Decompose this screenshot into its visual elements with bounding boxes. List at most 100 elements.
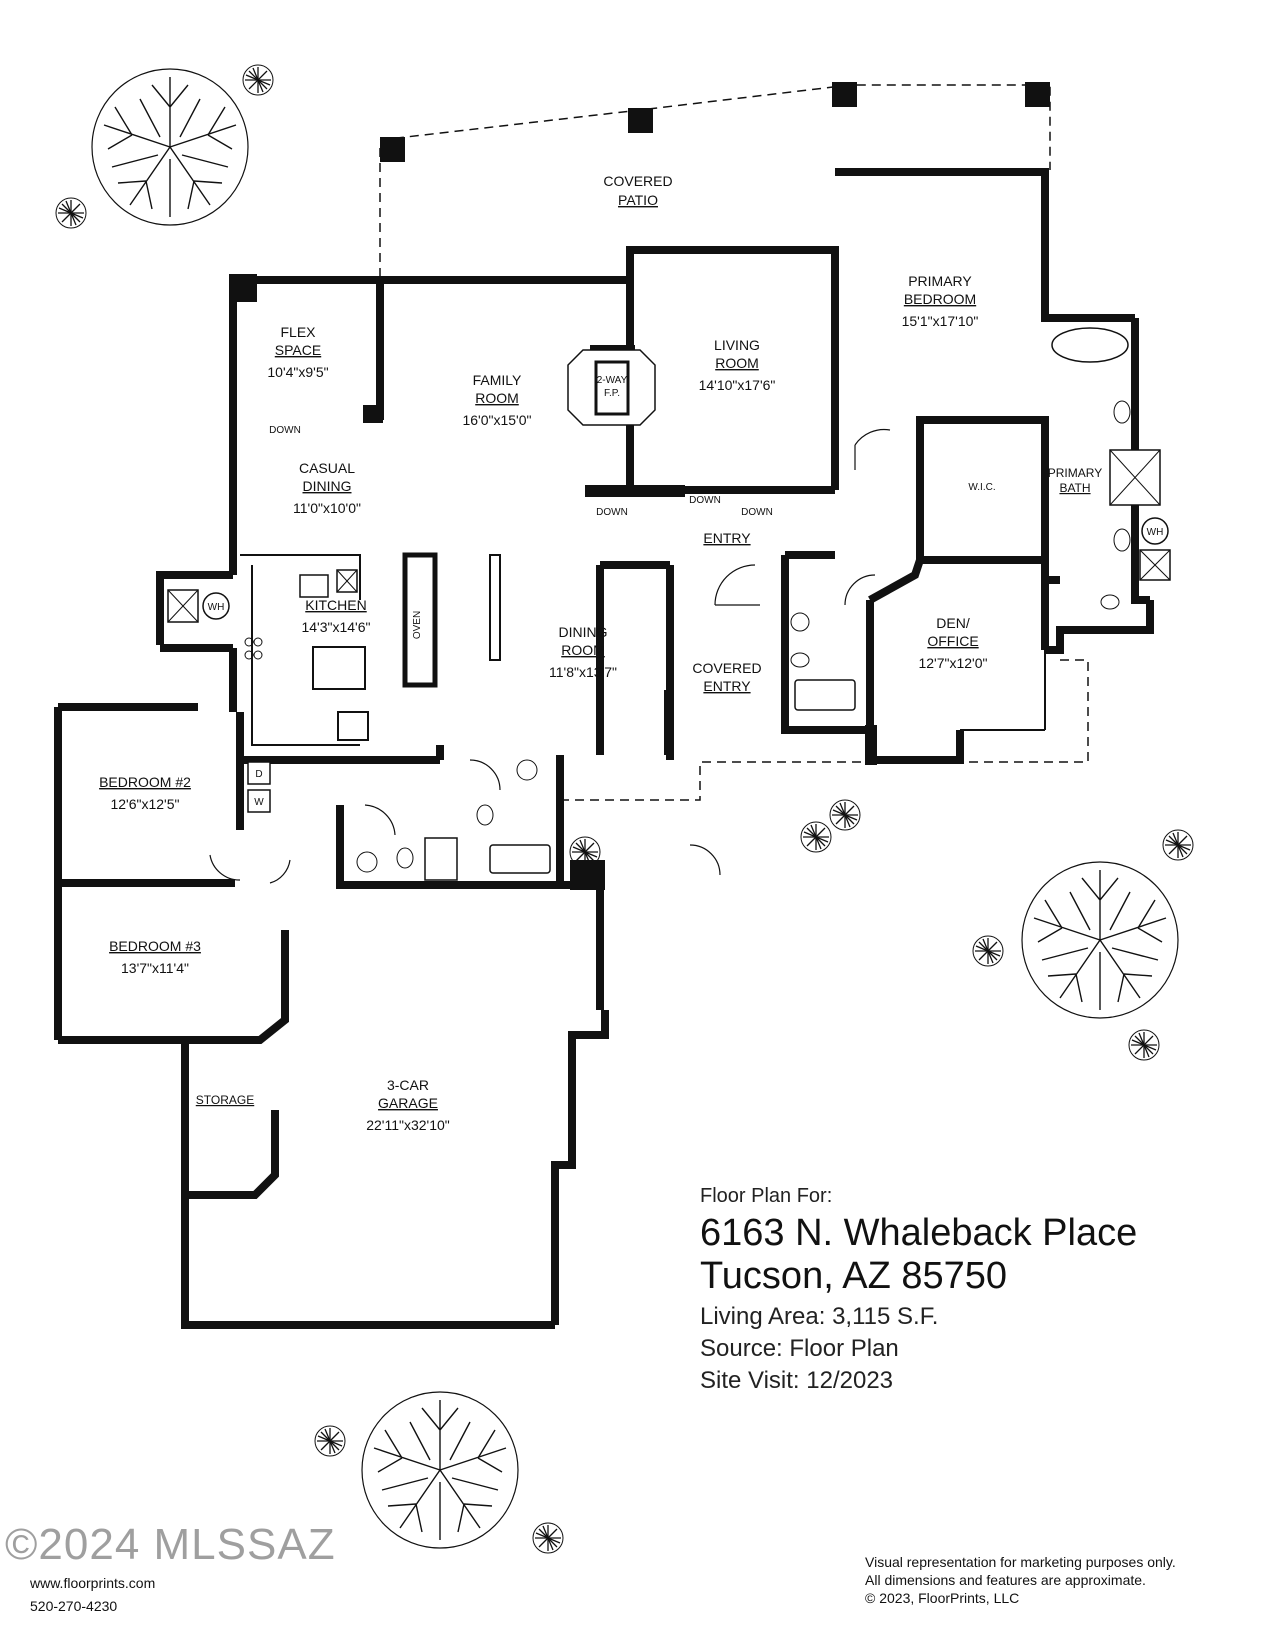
svg-text:3-CAR: 3-CAR xyxy=(387,1077,429,1093)
room-label-bedroom2: BEDROOM #2 12'6"x12'5" xyxy=(99,774,191,812)
bathtub-icon xyxy=(794,679,856,711)
covered-entry-outline xyxy=(560,659,1089,801)
kitchen-bar xyxy=(489,554,501,661)
room-label-entry: ENTRY xyxy=(703,530,751,546)
down-marker: DOWN xyxy=(741,507,773,518)
oven-icon xyxy=(402,552,438,688)
address-line2: Tucson, AZ 85750 xyxy=(700,1255,1008,1297)
bathtub-icon xyxy=(489,844,551,874)
water-heater-label: WH xyxy=(208,602,225,613)
dryer-label: D xyxy=(255,769,262,780)
svg-text:12'6"x12'5": 12'6"x12'5" xyxy=(110,796,179,812)
svg-text:ENTRY: ENTRY xyxy=(703,678,751,694)
svg-text:KITCHEN: KITCHEN xyxy=(305,597,366,613)
svg-text:DINING: DINING xyxy=(559,624,608,640)
room-label-dining-room: DINING ROOM 11'8"x13'7" xyxy=(549,624,617,680)
water-heater-icon xyxy=(202,592,230,620)
svg-text:PATIO: PATIO xyxy=(618,192,658,208)
room-label-covered-patio: COVERED PATIO xyxy=(603,173,672,208)
svg-text:PRIMARY: PRIMARY xyxy=(1048,466,1102,480)
down-marker: DOWN xyxy=(689,495,721,506)
svg-text:CASUAL: CASUAL xyxy=(299,460,355,476)
svg-text:14'3"x14'6": 14'3"x14'6" xyxy=(301,619,370,635)
svg-text:15'1"x17'10": 15'1"x17'10" xyxy=(902,313,979,329)
svg-text:14'10"x17'6": 14'10"x17'6" xyxy=(699,377,776,393)
svg-text:10'4"x9'5": 10'4"x9'5" xyxy=(267,364,328,380)
door-swings xyxy=(209,428,891,884)
svg-text:F.P.: F.P. xyxy=(604,388,620,399)
svg-text:FAMILY: FAMILY xyxy=(473,372,522,388)
living-area: Living Area: 3,115 S.F. xyxy=(700,1303,939,1330)
svg-text:SPACE: SPACE xyxy=(275,342,321,358)
svg-text:COVERED: COVERED xyxy=(692,660,761,676)
site-visit: Site Visit: 12/2023 xyxy=(700,1367,894,1394)
toilet-icon xyxy=(1100,594,1120,610)
exterior-walls xyxy=(54,168,1154,1329)
refrigerator-icon xyxy=(337,711,369,741)
room-label-storage: STORAGE xyxy=(196,1093,254,1107)
svg-text:BATH: BATH xyxy=(1059,481,1090,495)
room-label-living-room: LIVING ROOM 14'10"x17'6" xyxy=(699,337,776,393)
svg-text:13'7"x11'4": 13'7"x11'4" xyxy=(121,960,189,976)
windows xyxy=(78,171,1046,1300)
sink-icon xyxy=(356,851,378,873)
kitchen-island xyxy=(312,646,366,690)
svg-text:BEDROOM #3: BEDROOM #3 xyxy=(109,938,201,954)
disclaimer-line1: Visual representation for marketing purp… xyxy=(865,1554,1176,1570)
room-label-wic: W.I.C. xyxy=(968,482,995,493)
svg-text:DINING: DINING xyxy=(303,478,352,494)
svg-text:GARAGE: GARAGE xyxy=(378,1095,438,1111)
svg-text:PRIMARY: PRIMARY xyxy=(908,273,972,289)
address-line1: 6163 N. Whaleback Place xyxy=(700,1212,1138,1254)
toilet-icon xyxy=(476,804,494,826)
toilet-icon xyxy=(790,652,810,668)
disclaimer-line2: All dimensions and features are approxim… xyxy=(865,1572,1146,1588)
watermark: ©2024 MLSSAZ xyxy=(5,1520,336,1569)
down-marker: DOWN xyxy=(596,507,628,518)
water-heater-icon xyxy=(1141,517,1169,545)
source: Source: Floor Plan xyxy=(700,1335,899,1362)
svg-text:LIVING: LIVING xyxy=(714,337,760,353)
shrub-icon xyxy=(972,935,1004,967)
svg-text:BEDROOM: BEDROOM xyxy=(904,291,976,307)
shrub-icon xyxy=(532,1522,564,1554)
room-label-primary-bath: PRIMARY BATH xyxy=(1048,466,1102,495)
oven-label: OVEN xyxy=(412,611,423,639)
shower-icon xyxy=(424,837,458,881)
shrub-icon xyxy=(1162,829,1194,861)
cooktop-icon xyxy=(244,637,263,660)
website: www.floorprints.com xyxy=(30,1575,156,1591)
svg-text:COVERED: COVERED xyxy=(603,173,672,189)
room-label-kitchen: KITCHEN 14'3"x14'6" xyxy=(301,597,370,635)
tree-icon xyxy=(361,1391,519,1549)
room-label-garage: 3-CAR GARAGE 22'11"x32'10" xyxy=(366,1077,450,1133)
shrub-icon xyxy=(242,64,274,96)
disclaimer: Visual representation for marketing purp… xyxy=(865,1553,1176,1607)
bathtub-icon xyxy=(1051,327,1129,363)
washer-icon xyxy=(247,789,271,813)
copyright: © 2023, FloorPrints, LLC xyxy=(865,1590,1020,1606)
svg-text:DEN/: DEN/ xyxy=(936,615,970,631)
shrub-icon xyxy=(314,1425,346,1457)
floor-plan-for-label: Floor Plan For: xyxy=(700,1185,833,1207)
down-marker: DOWN xyxy=(269,425,301,436)
toilet-icon xyxy=(396,847,414,869)
dryer-icon xyxy=(247,761,271,785)
room-label-den-office: DEN/ OFFICE 12'7"x12'0" xyxy=(918,615,987,671)
sink-icon xyxy=(299,574,329,598)
svg-text:OFFICE: OFFICE xyxy=(927,633,978,649)
svg-text:FLEX: FLEX xyxy=(280,324,316,340)
svg-text:22'11"x32'10": 22'11"x32'10" xyxy=(366,1117,450,1133)
room-label-flex-space: FLEX SPACE 10'4"x9'5" xyxy=(267,324,328,380)
svg-text:ROOM: ROOM xyxy=(561,642,605,658)
room-label-bedroom3: BEDROOM #3 13'7"x11'4" xyxy=(109,938,201,976)
svg-text:16'0"x15'0": 16'0"x15'0" xyxy=(462,412,531,428)
room-label-family-room: FAMILY ROOM 16'0"x15'0" xyxy=(462,372,531,428)
room-label-covered-entry: COVERED ENTRY xyxy=(692,660,761,694)
svg-text:11'0"x10'0": 11'0"x10'0" xyxy=(293,500,361,516)
shrub-icon xyxy=(55,197,87,229)
room-label-casual-dining: CASUAL DINING 11'0"x10'0" xyxy=(293,460,361,516)
phone: 520-270-4230 xyxy=(30,1598,118,1614)
fireplace-label: 2-WAY F.P. xyxy=(597,375,628,399)
